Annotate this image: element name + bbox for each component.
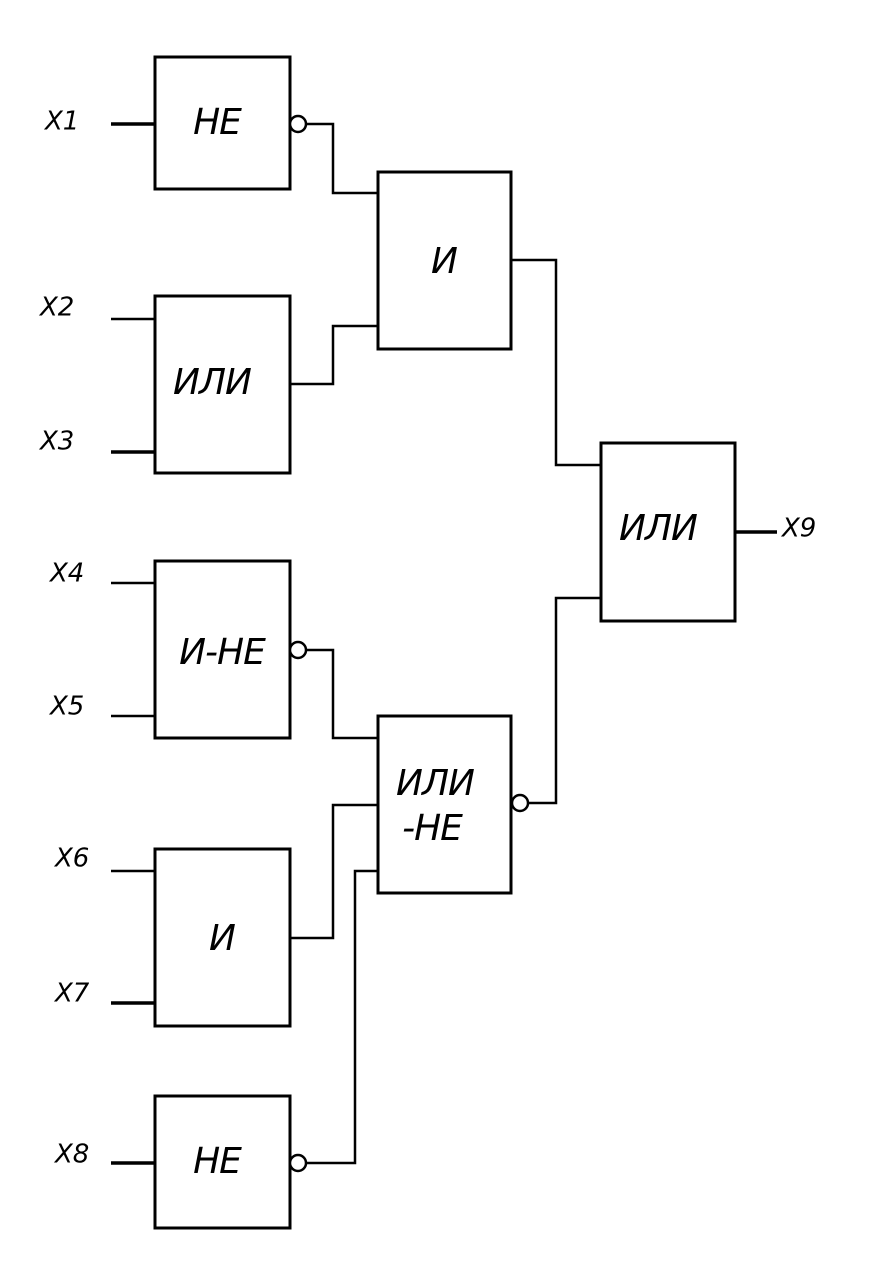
inversion-bubble	[288, 114, 308, 134]
gate-and-1	[376, 170, 513, 351]
gate-or-2	[599, 441, 737, 623]
input-label-x8: X8	[53, 1140, 89, 1170]
gate-nor-label-line2: -НЕ	[402, 808, 463, 849]
gate-or-2-label: ИЛИ	[619, 508, 697, 549]
output-label-x9: X9	[780, 514, 816, 544]
wire-g2-g6	[290, 324, 378, 386]
gate-not-2-label: НЕ	[193, 1141, 242, 1182]
gate-nor	[376, 714, 513, 895]
gate-and-2	[153, 847, 292, 1028]
input-label-x3: X3	[38, 427, 74, 457]
input-label-x4: X4	[48, 559, 84, 589]
input-label-x6: X6	[53, 844, 89, 874]
input-label-x2: X2	[38, 293, 74, 323]
input-label-x7: X7	[53, 979, 90, 1009]
gate-not-2	[153, 1094, 292, 1230]
inversion-bubble	[288, 1153, 308, 1173]
wire-g6-g8	[511, 258, 601, 467]
inversion-bubble	[510, 793, 530, 813]
wire-g1-g6	[307, 122, 378, 195]
wire-g7-g8	[529, 596, 601, 805]
inversion-bubble	[288, 640, 308, 660]
gate-and-2-label: И	[209, 918, 235, 959]
wire-g4-g7	[290, 803, 378, 940]
gate-or-1	[153, 294, 292, 475]
gate-or-1-label: ИЛИ	[173, 362, 251, 403]
gate-and-1-label: И	[431, 241, 457, 282]
gate-nor-label-line1: ИЛИ	[396, 763, 474, 804]
wire-g5-g7	[307, 869, 378, 1165]
gate-nand	[153, 559, 292, 740]
input-label-x1: X1	[43, 107, 79, 137]
wire-g3-g7	[307, 648, 378, 740]
gate-not-1-label: НЕ	[193, 102, 242, 143]
input-label-x5: X5	[48, 692, 84, 722]
gate-nand-label: И-НЕ	[179, 632, 266, 673]
